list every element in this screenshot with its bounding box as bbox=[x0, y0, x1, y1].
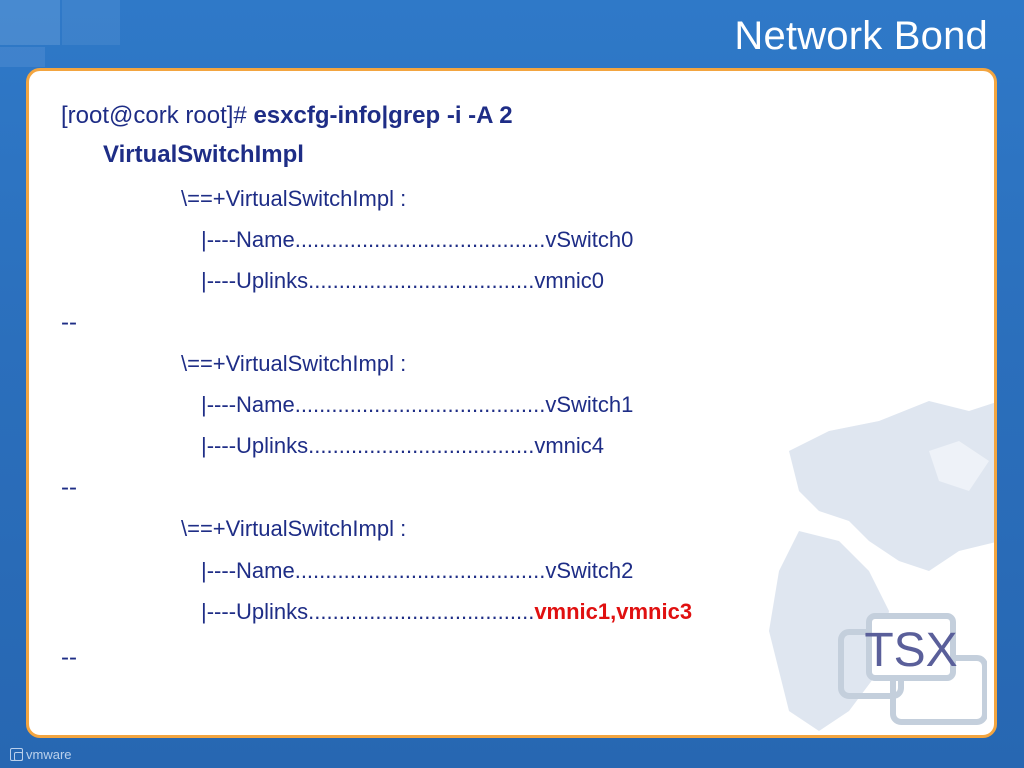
uplinks-prefix: |----Uplinks............................… bbox=[201, 599, 535, 624]
shell-prompt: [root@cork root]# bbox=[61, 102, 254, 129]
name-prefix: |----Name...............................… bbox=[201, 392, 546, 417]
separator: -- bbox=[61, 309, 77, 336]
vmware-logo-icon bbox=[10, 748, 23, 761]
name-prefix: |----Name...............................… bbox=[201, 227, 546, 252]
background-tile bbox=[0, 47, 45, 67]
switch-header: \==+VirtualSwitchImpl : bbox=[181, 516, 407, 541]
vmware-logo-text: vmware bbox=[26, 747, 72, 762]
command-line: [root@cork root]# esxcfg-info|grep -i -A… bbox=[61, 102, 513, 130]
separator: -- bbox=[61, 474, 77, 501]
switch-uplinks-line: |----Uplinks............................… bbox=[201, 432, 604, 460]
vmware-logo: vmware bbox=[10, 747, 72, 762]
content-frame: [root@cork root]# esxcfg-info|grep -i -A… bbox=[26, 68, 997, 738]
uplinks-prefix: |----Uplinks............................… bbox=[201, 433, 535, 458]
switch-header: \==+VirtualSwitchImpl : bbox=[181, 186, 407, 211]
tsx-logo: TSX bbox=[838, 613, 987, 725]
command-text: esxcfg-info|grep -i -A 2 bbox=[253, 102, 513, 129]
separator: -- bbox=[61, 644, 77, 671]
uplinks-value: vmnic0 bbox=[534, 268, 604, 293]
command-continuation: VirtualSwitchImpl bbox=[103, 141, 304, 168]
switch-name-line: |----Name...............................… bbox=[201, 391, 633, 419]
background-tile bbox=[62, 0, 120, 45]
uplinks-value-highlighted: vmnic1,vmnic3 bbox=[534, 599, 693, 624]
switch-uplinks-line: |----Uplinks............................… bbox=[201, 267, 604, 295]
switch-header: \==+VirtualSwitchImpl : bbox=[181, 351, 407, 376]
uplinks-prefix: |----Uplinks............................… bbox=[201, 268, 535, 293]
uplinks-value: vmnic4 bbox=[534, 433, 604, 458]
tsx-logo-text: TSX bbox=[864, 624, 957, 677]
switch-name-line: |----Name...............................… bbox=[201, 557, 633, 585]
switch-name-value: vSwitch2 bbox=[545, 558, 634, 583]
switch-name-line: |----Name...............................… bbox=[201, 226, 633, 254]
terminal-output: [root@cork root]# esxcfg-info|grep -i -A… bbox=[29, 71, 994, 735]
switch-name-value: vSwitch0 bbox=[545, 227, 634, 252]
name-prefix: |----Name...............................… bbox=[201, 558, 546, 583]
background-tile bbox=[0, 0, 60, 45]
slide-title: Network Bond bbox=[734, 14, 988, 58]
switch-uplinks-line: |----Uplinks............................… bbox=[201, 598, 692, 626]
switch-name-value: vSwitch1 bbox=[545, 392, 634, 417]
